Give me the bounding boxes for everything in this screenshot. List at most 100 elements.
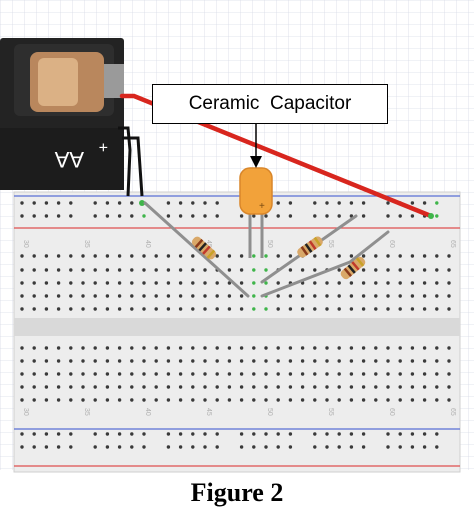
terminal-hole <box>288 268 293 272</box>
rail-hole <box>215 201 219 205</box>
column-number-label: 30 <box>22 240 29 248</box>
rail-hole <box>142 214 146 218</box>
rail-hole <box>337 445 341 449</box>
column-number-label: 50 <box>266 408 273 416</box>
terminal-hole <box>361 254 366 258</box>
rail-hole <box>130 432 134 436</box>
rail-hole <box>44 201 49 205</box>
terminal-hole <box>69 268 73 272</box>
rail-hole <box>20 201 24 205</box>
terminal-hole <box>288 372 293 376</box>
rail-hole <box>422 445 427 449</box>
rail-hole <box>410 432 415 436</box>
terminal-hole <box>32 294 36 298</box>
terminal-hole <box>154 346 158 350</box>
terminal-hole <box>32 372 36 376</box>
terminal-hole <box>154 359 158 363</box>
resistor-3 <box>340 256 366 280</box>
rail-hole <box>386 445 390 449</box>
terminal-hole <box>130 372 134 376</box>
rail-hole <box>166 214 171 218</box>
terminal-hole <box>203 359 207 363</box>
rail-hole <box>203 201 207 205</box>
column-number-label: 60 <box>388 240 395 248</box>
terminal-hole <box>374 346 378 350</box>
terminal-hole <box>361 294 366 298</box>
terminal-hole <box>349 346 354 350</box>
terminal-hole <box>398 281 402 285</box>
terminal-hole <box>142 294 146 298</box>
rail-hole <box>191 214 195 218</box>
terminal-hole <box>154 281 158 285</box>
terminal-hole <box>178 268 183 272</box>
rail-hole <box>435 214 439 218</box>
terminal-hole <box>81 372 85 376</box>
terminal-hole <box>398 346 402 350</box>
terminal-hole <box>374 307 378 311</box>
terminal-hole <box>178 398 183 402</box>
rail-hole <box>239 445 244 449</box>
terminal-hole <box>154 307 158 311</box>
terminal-hole <box>410 359 415 363</box>
rail-hole <box>435 201 439 205</box>
terminal-hole <box>117 254 122 258</box>
callout-arrow <box>250 124 262 168</box>
terminal-hole <box>69 294 73 298</box>
terminal-hole <box>154 385 158 389</box>
terminal-hole <box>447 359 451 363</box>
terminal-hole <box>252 294 256 298</box>
terminal-hole <box>20 359 24 363</box>
terminal-hole <box>56 398 61 402</box>
terminal-hole <box>313 281 317 285</box>
terminal-hole <box>422 307 427 311</box>
terminal-hole <box>313 294 317 298</box>
terminal-hole <box>56 268 61 272</box>
rail-hole <box>130 201 134 205</box>
terminal-hole <box>166 268 171 272</box>
terminal-hole <box>69 254 73 258</box>
terminal-hole <box>435 281 439 285</box>
terminal-hole <box>32 254 36 258</box>
terminal-hole <box>227 385 232 389</box>
terminal-hole <box>56 281 61 285</box>
terminal-hole <box>130 385 134 389</box>
terminal-hole <box>447 398 451 402</box>
terminal-hole <box>178 254 183 258</box>
terminal-hole <box>178 359 183 363</box>
terminal-hole <box>276 281 280 285</box>
terminal-hole <box>69 307 73 311</box>
terminal-hole <box>93 294 97 298</box>
terminal-hole <box>325 346 329 350</box>
terminal-hole <box>264 372 268 376</box>
terminal-hole <box>227 307 232 311</box>
rail-hole <box>56 214 61 218</box>
black-wire-to-rail <box>122 136 144 197</box>
terminal-hole <box>20 254 24 258</box>
terminal-hole <box>386 372 390 376</box>
rail-hole <box>264 445 268 449</box>
rail-hole <box>69 214 73 218</box>
terminal-hole <box>264 254 268 258</box>
terminal-hole <box>435 385 439 389</box>
terminal-hole <box>300 398 305 402</box>
rail-hole <box>435 432 439 436</box>
terminal-hole <box>117 268 122 272</box>
terminal-hole <box>410 346 415 350</box>
rail-hole <box>313 445 317 449</box>
terminal-hole <box>44 307 49 311</box>
rail-hole <box>349 201 354 205</box>
terminal-hole <box>154 398 158 402</box>
terminal-hole <box>81 281 85 285</box>
terminal-hole <box>93 346 97 350</box>
terminal-hole <box>44 398 49 402</box>
terminal-hole <box>227 294 232 298</box>
terminal-hole <box>69 398 73 402</box>
terminal-hole <box>447 385 451 389</box>
terminal-hole <box>154 268 158 272</box>
rail-hole <box>361 445 366 449</box>
terminal-hole <box>410 268 415 272</box>
terminal-hole <box>386 268 390 272</box>
rail-hole <box>105 445 110 449</box>
battery-label-area <box>0 128 124 190</box>
rail-hole <box>32 445 36 449</box>
